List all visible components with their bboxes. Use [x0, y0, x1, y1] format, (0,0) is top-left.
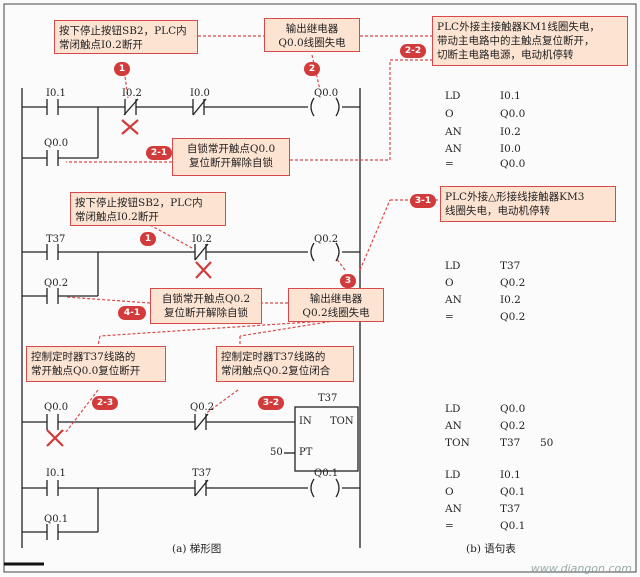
- timer-name: T37: [318, 393, 338, 404]
- badge-step: 1: [114, 62, 130, 76]
- callout-stop-button-1: 按下停止按钮SB2，PLC内 常闭触点I0.2断开: [54, 20, 198, 54]
- timer-in: IN: [299, 416, 312, 427]
- contact-label: I0.1: [46, 468, 66, 479]
- timer-pt: PT: [299, 447, 313, 458]
- badge-step: 1: [140, 232, 156, 246]
- flow-connectors: [65, 35, 440, 433]
- callout-seal-q00: 自锁常开触点Q0.0 复位断开解除自锁: [172, 138, 290, 176]
- break-marks: [46, 119, 212, 447]
- coil-label: Q0.2: [314, 234, 339, 245]
- badge-step: 4-1: [118, 306, 146, 320]
- contact-label: Q0.2: [44, 278, 69, 289]
- contact-label: Q0.0: [44, 138, 69, 149]
- callout-q02-coil-off: 输出继电器 Q0.2线圈失电: [288, 288, 384, 322]
- callout-q00-coil-off: 输出继电器 Q0.0线圈失电: [264, 18, 360, 52]
- contact-label: Q0.1: [44, 514, 69, 525]
- badge-step: 3: [340, 274, 356, 288]
- contact-label: Q0.0: [44, 402, 69, 413]
- callout-seal-q02: 自锁常开触点Q0.2 复位断开解除自锁: [150, 288, 262, 324]
- table-caption: (b) 语句表: [466, 543, 516, 555]
- badge-step: 3-1: [410, 194, 436, 208]
- watermark: www.diangon.com: [530, 562, 632, 575]
- contact-label: Q0.2: [190, 402, 215, 413]
- ladder-caption: (a) 梯形图: [172, 543, 222, 555]
- coil-label: Q0.1: [314, 468, 339, 479]
- badge-step: 3-2: [258, 396, 284, 410]
- timer-preset: 50: [270, 447, 283, 458]
- callout-t37-q02: 控制定时器T37线路的 常闭触点Q0.2复位闭合: [216, 346, 354, 382]
- callout-t37-q00: 控制定时器T37线路的 常开触点Q0.0复位断开: [26, 346, 166, 382]
- contact-label: I0.1: [46, 88, 66, 99]
- badge-step: 2-1: [146, 146, 172, 160]
- contact-label: I0.0: [190, 88, 210, 99]
- contact-label: I0.2: [122, 88, 142, 99]
- badge-step: 2: [304, 62, 320, 76]
- timer-ton: TON: [330, 416, 354, 427]
- contact-label: T37: [46, 234, 66, 245]
- callout-km3-off: PLC外接△形接线接触器KM3 线圈失电，电动机停转: [440, 186, 616, 222]
- badge-step: 2-2: [400, 44, 426, 58]
- contact-label: I0.2: [192, 234, 212, 245]
- frame: [3, 3, 637, 573]
- badge-step: 2-3: [92, 396, 118, 410]
- ladder-lines: [21, 88, 361, 548]
- coil-label: Q0.0: [314, 88, 339, 99]
- callout-km1-off: PLC外接主接触器KM1线圈失电， 带动主电路中的主触点复位断开， 切断主电路电…: [432, 16, 628, 66]
- callout-stop-button-2: 按下停止按钮SB2，PLC内 常闭触点I0.2断开: [70, 192, 226, 226]
- contact-label: T37: [192, 468, 212, 479]
